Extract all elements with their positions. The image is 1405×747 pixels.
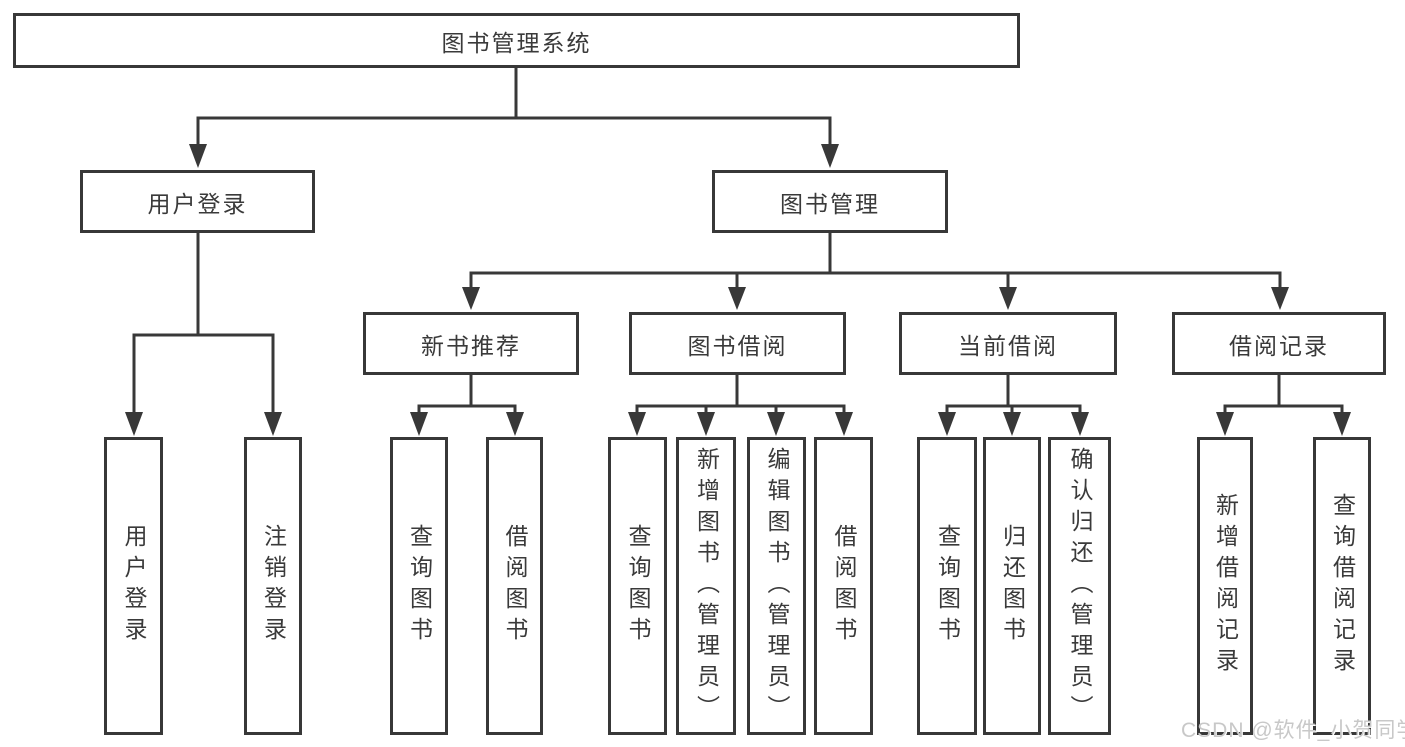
leaf-logout: 注销登录: [244, 437, 302, 735]
connector-root-to-level2: [196, 68, 832, 146]
node-book-borrow-label: 图书借阅: [687, 332, 788, 359]
node-user-login-label: 用户登录: [147, 190, 248, 217]
connector-bookborrow-to-leaves: [635, 375, 846, 415]
node-root: 图书管理系统: [13, 13, 1020, 68]
leaf-borrow-borrow-books-label: 借阅图书: [831, 524, 857, 648]
node-current-borrow-label: 当前借阅: [958, 332, 1058, 359]
leaf-newbooks-borrow-books-label: 借阅图书: [502, 524, 528, 648]
leaf-borrow-query-books-label: 查询图书: [625, 524, 651, 648]
leaf-confirm-return-admin-label: 确认归还（管理员）: [1067, 446, 1093, 726]
connector-borrowrecords-to-leaves: [1223, 375, 1344, 415]
leaf-add-borrow-record-label: 新增借阅记录: [1212, 493, 1239, 679]
node-new-books-label: 新书推荐: [421, 332, 521, 359]
leaf-return-books: 归还图书: [983, 437, 1041, 735]
leaf-logout-label: 注销登录: [260, 524, 287, 648]
leaf-query-borrow-record: 查询借阅记录: [1313, 437, 1371, 735]
node-root-label: 图书管理系统: [441, 29, 592, 56]
leaf-return-books-label: 归还图书: [999, 524, 1026, 648]
node-user-login: 用户登录: [80, 170, 315, 233]
leaf-borrow-borrow-books: 借阅图书: [814, 437, 873, 735]
leaf-user-login-label: 用户登录: [121, 524, 147, 648]
leaf-add-book-admin-label: 新增图书（管理员）: [693, 446, 720, 726]
node-new-books: 新书推荐: [363, 312, 579, 375]
leaf-newbooks-borrow-books: 借阅图书: [486, 437, 543, 735]
node-borrow-records: 借阅记录: [1172, 312, 1386, 375]
leaf-edit-book-admin-label: 编辑图书（管理员）: [764, 446, 790, 726]
connector-bookmgmt-to-level3: [469, 233, 1282, 290]
node-book-borrow: 图书借阅: [629, 312, 846, 375]
connector-newbooks-to-leaves: [417, 375, 517, 415]
leaf-borrow-query-books: 查询图书: [608, 437, 667, 735]
connector-currentborrow-to-leaves: [945, 375, 1082, 415]
leaf-newbooks-query-books-label: 查询图书: [406, 524, 433, 648]
leaf-edit-book-admin: 编辑图书（管理员）: [747, 437, 806, 735]
leaf-query-borrow-record-label: 查询借阅记录: [1329, 493, 1356, 679]
connector-userlogin-to-leaves: [132, 233, 275, 415]
leaf-add-borrow-record: 新增借阅记录: [1197, 437, 1253, 735]
arrowheads: [125, 144, 1351, 436]
leaf-current-query-books-label: 查询图书: [934, 524, 961, 648]
node-book-mgmt-label: 图书管理: [780, 190, 880, 217]
leaf-confirm-return-admin: 确认归还（管理员）: [1048, 437, 1111, 735]
node-borrow-records-label: 借阅记录: [1229, 332, 1329, 359]
node-current-borrow: 当前借阅: [899, 312, 1117, 375]
leaf-current-query-books: 查询图书: [917, 437, 977, 735]
leaf-user-login: 用户登录: [104, 437, 163, 735]
csdn-watermark: CSDN @软件_小贺同学: [1181, 719, 1405, 742]
leaf-add-book-admin: 新增图书（管理员）: [676, 437, 736, 735]
node-book-mgmt: 图书管理: [712, 170, 948, 233]
leaf-newbooks-query-books: 查询图书: [390, 437, 448, 735]
